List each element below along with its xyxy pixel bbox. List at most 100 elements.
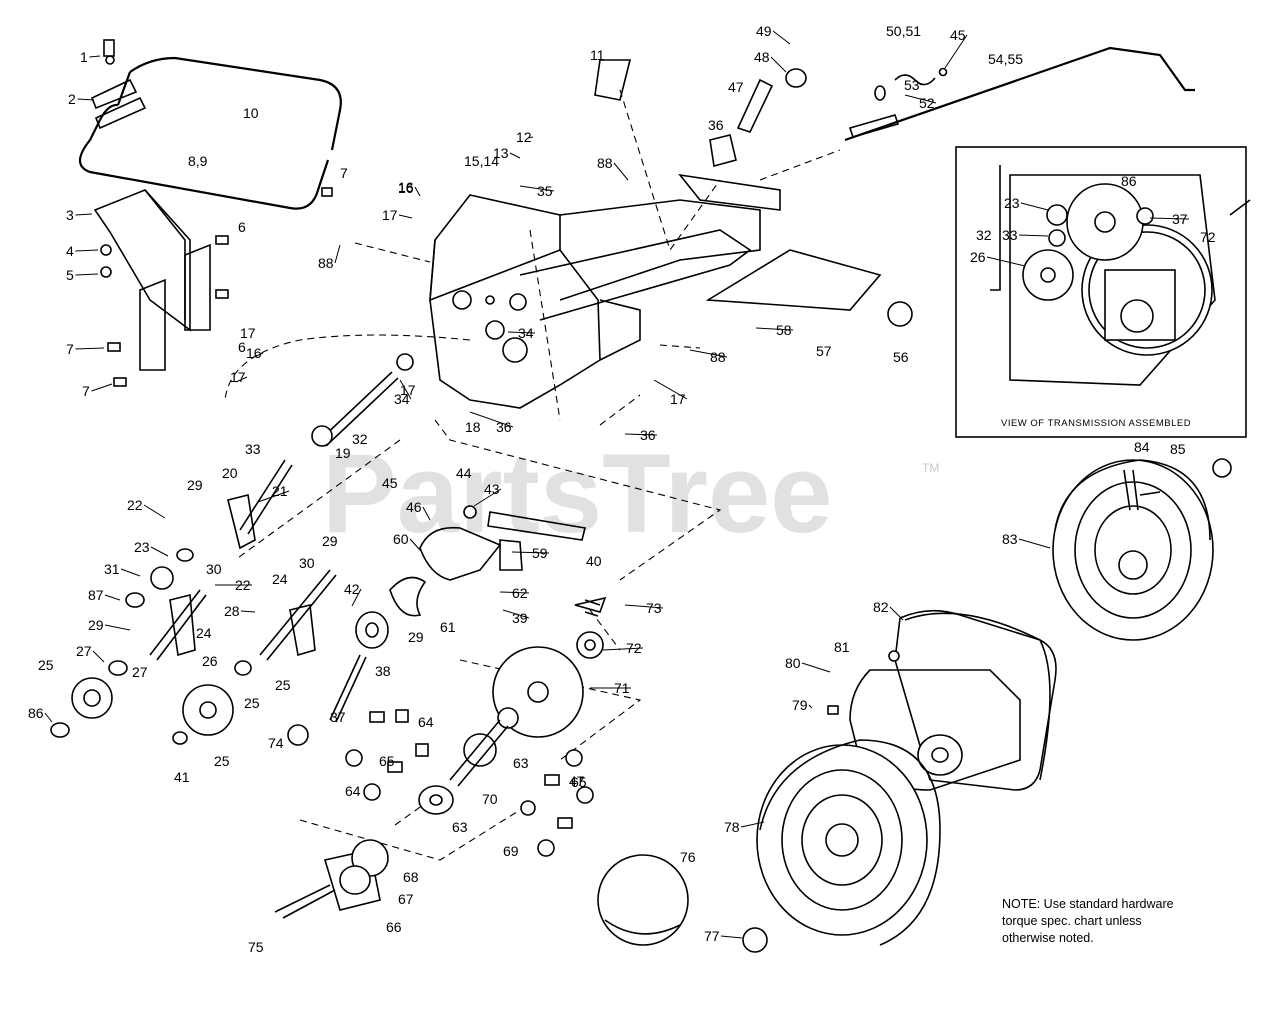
callout-number: 88	[318, 255, 334, 271]
callout-number: 32	[352, 431, 368, 447]
leader-line	[150, 546, 169, 557]
leader-line	[44, 712, 53, 723]
callout-number: 68	[403, 869, 419, 885]
callout-number: 30	[206, 561, 222, 577]
callout-number: 23	[134, 539, 150, 555]
callout-number: 5	[66, 267, 74, 283]
callout-number: 64	[345, 783, 361, 799]
callout-number: 29	[187, 477, 203, 493]
callout-number: 17	[670, 391, 686, 407]
leader-line	[75, 347, 105, 350]
callout-number: 16	[246, 345, 262, 361]
leader-line	[689, 349, 728, 358]
callout-number: 56	[893, 349, 909, 365]
callout-number: 87	[88, 587, 104, 603]
callout-number: 48	[754, 49, 770, 65]
leader-line	[602, 647, 644, 651]
leader-line	[755, 327, 794, 331]
inset-caption: VIEW OF TRANSMISSION ASSEMBLED	[1001, 418, 1191, 429]
callout-number: 82	[873, 599, 889, 615]
leader-lines	[44, 30, 1190, 939]
leader-line	[235, 376, 248, 383]
leader-line	[422, 506, 431, 521]
leader-line	[770, 56, 787, 73]
callout-number: 36	[496, 419, 512, 435]
transmission-frame	[396, 59, 913, 409]
callout-number: 30	[299, 555, 315, 571]
callout-number: 50,51	[886, 23, 921, 39]
wheels-and-cover	[597, 458, 1232, 953]
callout-number: 42	[344, 581, 360, 597]
callout-number: 83	[1002, 531, 1018, 547]
callout-number: 29	[322, 533, 338, 549]
leader-line	[1018, 234, 1049, 237]
leader-line	[257, 490, 290, 503]
callout-number: 15,14	[464, 153, 499, 169]
callout-number: 29	[408, 629, 424, 645]
callout-number: 23	[1004, 195, 1020, 211]
callout-number: 43	[484, 481, 500, 497]
callout-number: 20	[222, 465, 238, 481]
callout-number: 25	[244, 695, 260, 711]
handle-assembly	[78, 39, 342, 387]
callout-number: 86	[1121, 173, 1137, 189]
callout-number: 70	[482, 791, 498, 807]
leader-line	[414, 186, 421, 197]
callout-number: 49	[756, 23, 772, 39]
leader-line	[511, 551, 550, 554]
rods-and-pins	[709, 46, 1195, 168]
callout-number: 32	[976, 227, 992, 243]
callout-number: 73	[646, 600, 662, 616]
callout-number: 38	[375, 663, 391, 679]
callout-number: 16	[398, 180, 414, 196]
callout-number: 54,55	[988, 51, 1023, 67]
callout-number: 76	[680, 849, 696, 865]
leader-line	[613, 162, 629, 181]
leader-line	[808, 704, 813, 709]
callout-number: 45	[382, 475, 398, 491]
leader-line	[904, 94, 937, 104]
shafts-and-gears	[50, 371, 586, 746]
callout-number: 45	[950, 27, 966, 43]
callout-number: 64	[418, 714, 434, 730]
callout-number: 63	[452, 819, 468, 835]
leader-line	[240, 610, 256, 613]
callout-number: 85	[1170, 441, 1186, 457]
callout-number: 27	[132, 664, 148, 680]
callout-number: 47	[728, 79, 744, 95]
leader-line	[251, 352, 264, 359]
callout-number: 77	[704, 928, 720, 944]
leader-line	[720, 935, 743, 939]
callout-number: 25	[38, 657, 54, 673]
leader-line	[92, 650, 105, 663]
callout-number: 3	[66, 207, 74, 223]
callout-number: 26	[970, 249, 986, 265]
callout-number: 79	[792, 697, 808, 713]
callout-number: 86	[28, 705, 44, 721]
callout-number: 46	[406, 499, 422, 515]
callout-number: 7	[66, 341, 74, 357]
callout-number: 35	[537, 183, 553, 199]
callout-number: 84	[1134, 439, 1150, 455]
callout-number: 33	[1002, 227, 1018, 243]
callout-number: 37	[330, 709, 346, 725]
callout-number: 67	[398, 891, 414, 907]
callout-number: 6	[238, 339, 246, 355]
callout-number: 7	[82, 383, 90, 399]
leader-line	[772, 30, 791, 45]
callout-number: 8,9	[188, 153, 208, 169]
leader-line	[499, 591, 530, 594]
leader-line	[104, 624, 131, 631]
leader-line	[914, 79, 922, 86]
callout-number: 12	[516, 129, 532, 145]
callout-number: 63	[513, 755, 529, 771]
callout-number: 31	[104, 561, 120, 577]
callout-number: 17	[230, 369, 246, 385]
leader-line	[120, 568, 141, 577]
callout-number: 39	[512, 610, 528, 626]
leader-line	[75, 249, 99, 252]
callout-number: 75	[248, 939, 264, 955]
inset-frame	[955, 146, 1247, 438]
callout-number: 88	[597, 155, 613, 171]
